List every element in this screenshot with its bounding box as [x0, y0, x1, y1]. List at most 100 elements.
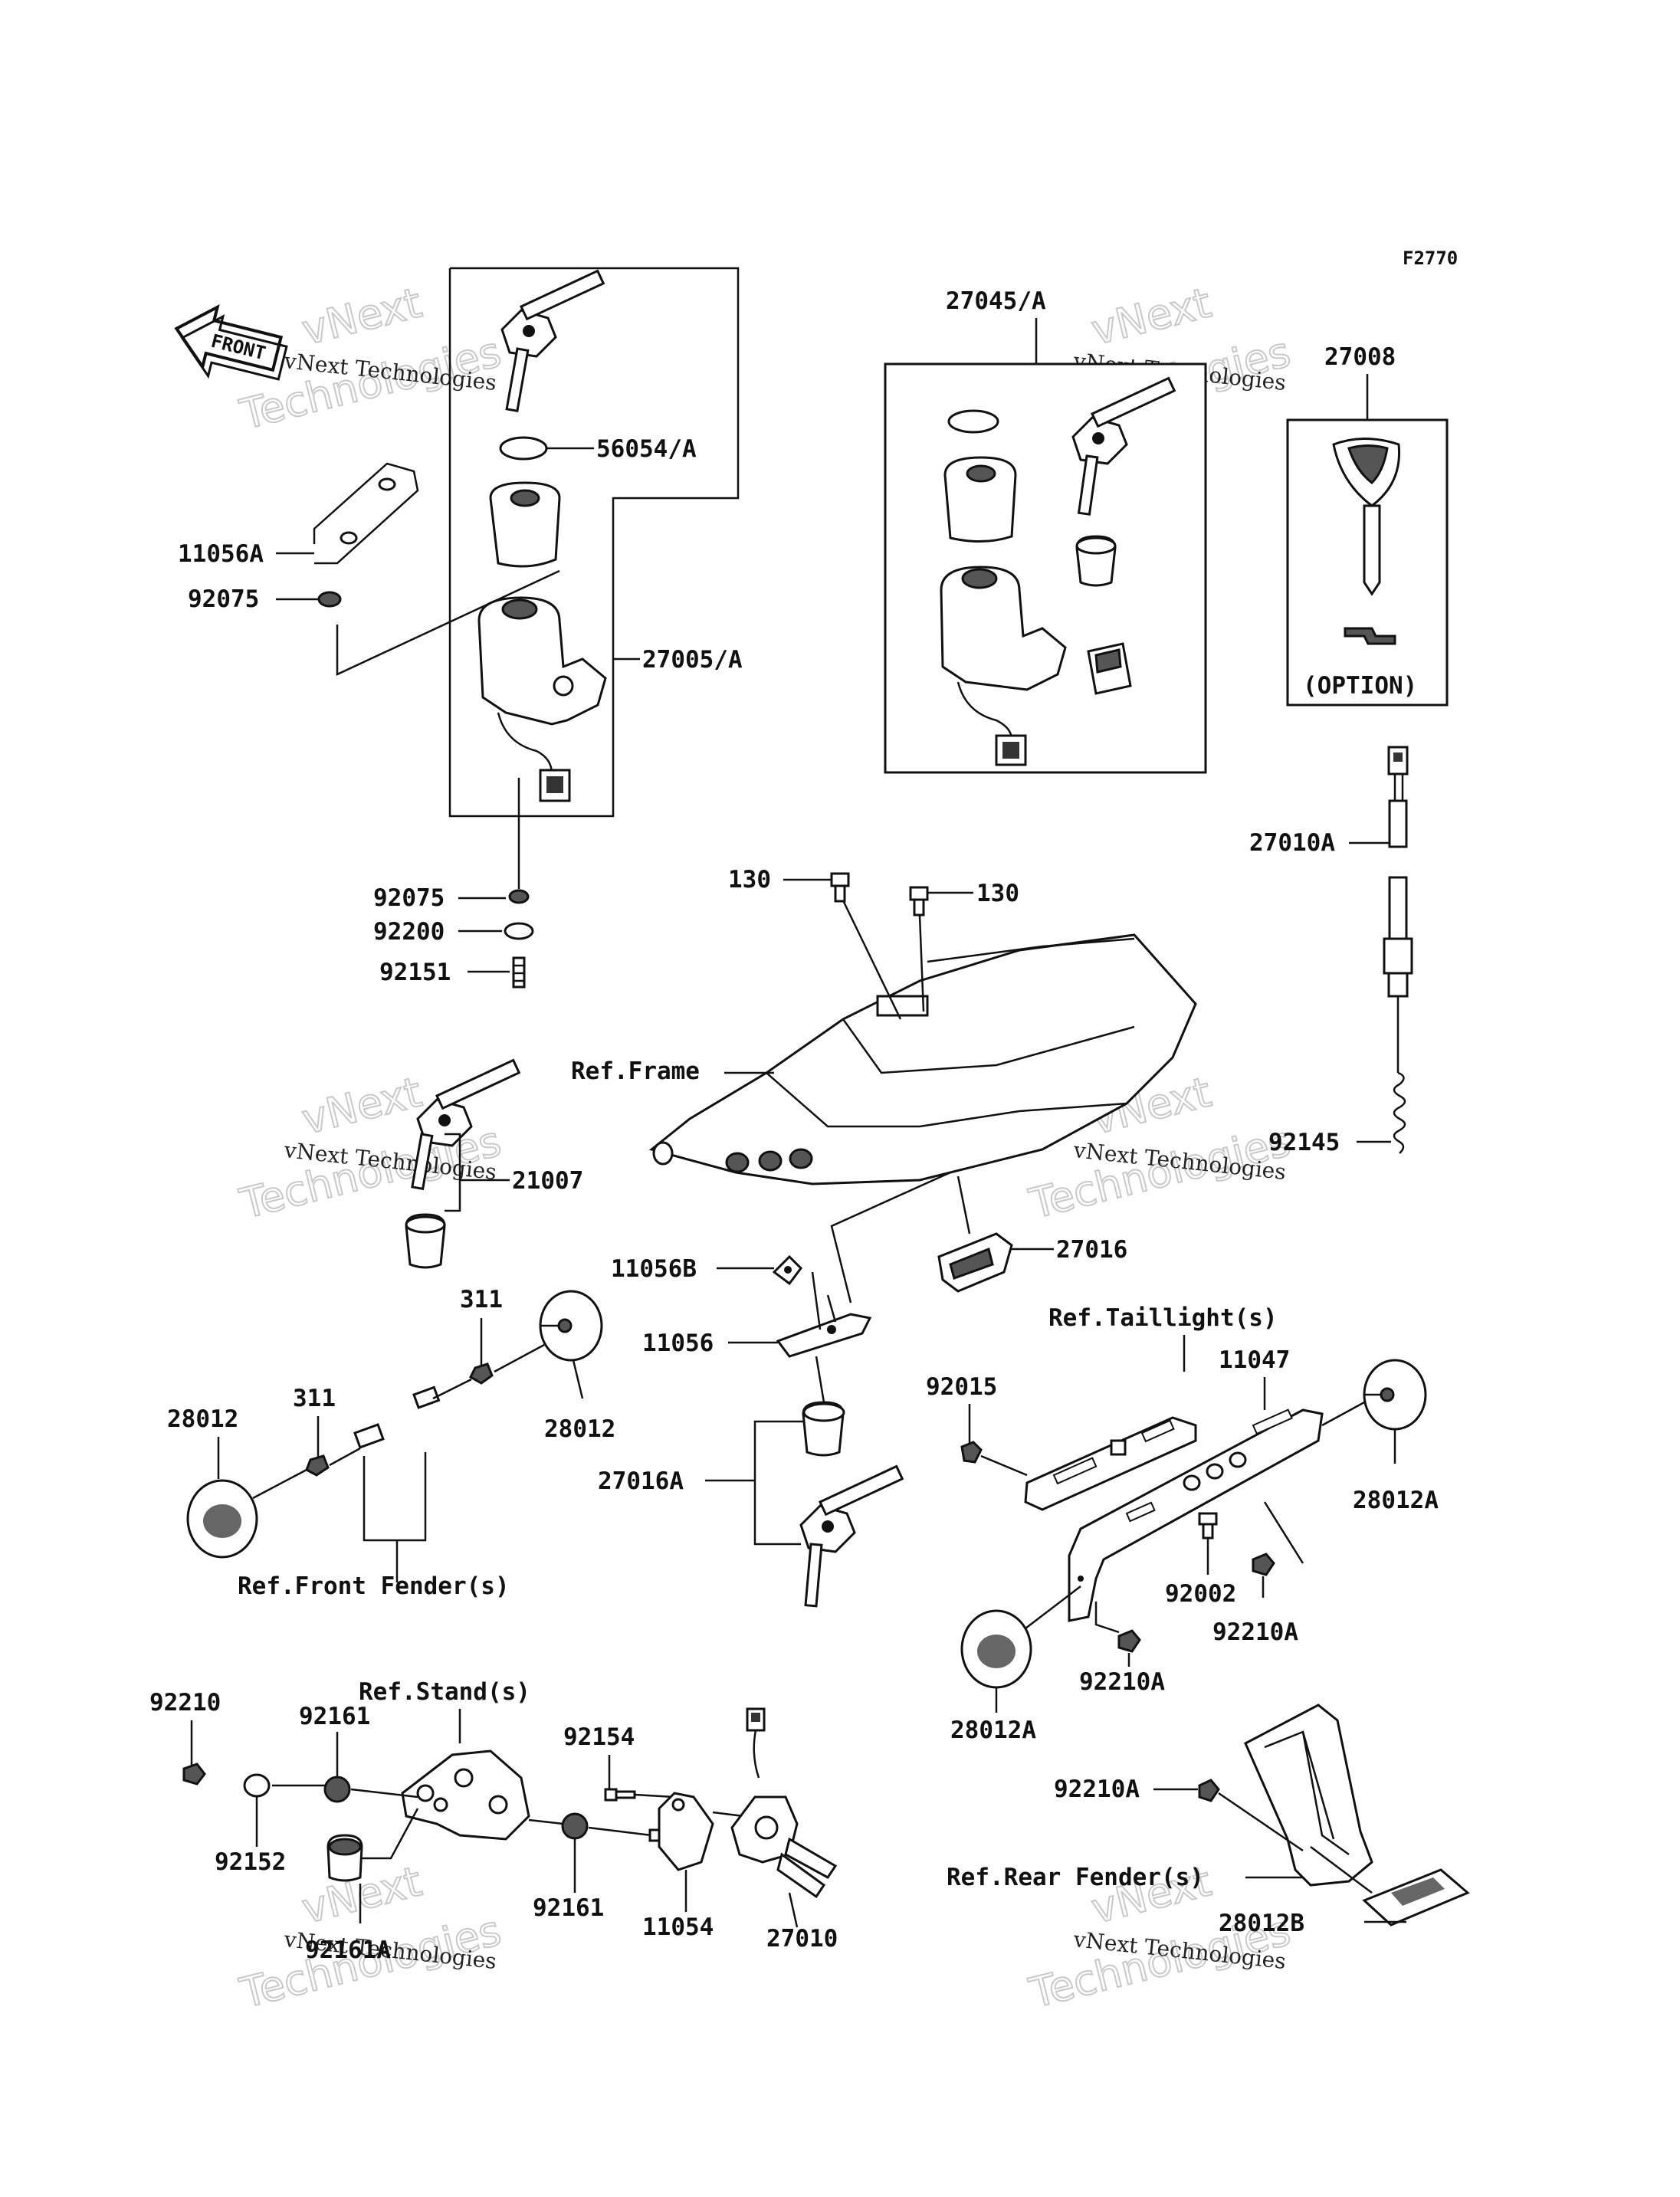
part-label-92210A-rear: 92210A: [1054, 1776, 1140, 1803]
part-label-11047: 11047: [1219, 1346, 1290, 1374]
bolt-front-fender-upper-icon: [412, 1385, 441, 1409]
nut-92015-icon: [960, 1441, 983, 1464]
part-label-92015: 92015: [926, 1373, 997, 1401]
washer-92152-icon: [243, 1773, 271, 1798]
switch-cover-icon: [489, 481, 561, 568]
option-label: (OPTION): [1303, 672, 1417, 700]
ref-label-frame: Ref.Frame: [571, 1058, 700, 1085]
part-label-27008: 27008: [1324, 343, 1396, 371]
part-label-92154: 92154: [563, 1723, 635, 1751]
washer-92200-icon: [504, 922, 534, 940]
key-icon: [500, 269, 605, 412]
washer-27045-icon: [947, 409, 999, 434]
collar-92161A-icon: [326, 1834, 363, 1882]
stand-plate-11054-icon: [658, 1792, 714, 1871]
taillight-bracket-icon: [1024, 1408, 1324, 1622]
key-profile-icon: [1344, 627, 1396, 645]
part-label-27045A: 27045/A: [946, 287, 1046, 315]
part-label-27005A: 27005/A: [642, 646, 743, 674]
reflector-28012-left-icon: [186, 1479, 258, 1559]
part-label-130-right: 130: [976, 880, 1019, 907]
ref-label-taillight: Ref.Taillight(s): [1048, 1304, 1278, 1332]
part-label-27016A: 27016A: [598, 1467, 684, 1495]
nut-311-upper-icon: [469, 1362, 494, 1385]
nut-92210A-rear-icon: [1198, 1779, 1220, 1802]
part-label-92161-left: 92161: [299, 1703, 370, 1730]
washer-56054-icon: [499, 436, 548, 461]
front-arrow-icon: FRONT: [174, 304, 288, 381]
license-reflector-28012B-icon: [1362, 1868, 1470, 1926]
lock-cylinder-27016A-icon: [802, 1401, 845, 1457]
part-label-11056: 11056: [642, 1330, 714, 1357]
screw-92154-upper-icon: [604, 1788, 636, 1802]
figure-code: F2770: [1403, 248, 1458, 269]
key-27045-icon: [1071, 376, 1176, 516]
part-label-92152: 92152: [215, 1848, 286, 1876]
key-27016A-icon: [799, 1464, 904, 1608]
part-label-130-left: 130: [728, 866, 771, 894]
part-label-11056B: 11056B: [611, 1255, 697, 1283]
part-label-92002: 92002: [1165, 1580, 1236, 1608]
part-label-27010: 27010: [766, 1925, 838, 1953]
nut-92210-icon: [182, 1763, 206, 1785]
switch-cover-27045-icon: [943, 456, 1017, 543]
svg-text:vNext: vNext: [297, 1067, 426, 1143]
washer-92075-lower-icon: [508, 889, 530, 904]
side-stand-switch-27010-icon: [730, 1707, 838, 1899]
part-label-56054A: 56054/A: [596, 435, 697, 463]
part-label-92210A-center: 92210A: [1079, 1668, 1165, 1696]
part-label-28012A-left: 28012A: [950, 1717, 1036, 1744]
reflector-28012-right-icon: [539, 1290, 603, 1362]
bracket-11056B-icon: [772, 1254, 802, 1286]
nut-92210A-center-icon: [1117, 1629, 1141, 1653]
part-label-92151: 92151: [379, 959, 451, 986]
rear-fender-icon: [1244, 1703, 1373, 1887]
part-label-92161-right: 92161: [533, 1894, 604, 1922]
part-label-27016: 27016: [1056, 1236, 1127, 1264]
part-label-311-upper: 311: [460, 1286, 503, 1313]
part-label-27010A: 27010A: [1249, 829, 1335, 857]
part-label-92075-upper: 92075: [188, 585, 259, 613]
part-label-311-lower: 311: [293, 1385, 336, 1412]
bolt-130-left-icon: [830, 872, 850, 903]
ignition-switch-icon: [477, 596, 607, 802]
part-label-28012A-right: 28012A: [1353, 1487, 1439, 1514]
svg-text:vNext: vNext: [1087, 278, 1216, 354]
collar-92161-right-icon: [561, 1812, 589, 1840]
part-label-92210A-right: 92210A: [1212, 1618, 1298, 1646]
part-label-28012-right: 28012: [544, 1415, 615, 1443]
part-label-92145: 92145: [1268, 1129, 1340, 1156]
bolt-front-fender-lower-icon: [353, 1423, 385, 1449]
part-label-92210: 92210: [149, 1689, 221, 1717]
ignition-switch-27045-icon: [940, 566, 1067, 766]
svg-text:vNext: vNext: [297, 278, 426, 354]
part-label-21007: 21007: [512, 1167, 583, 1195]
bracket-11056-icon: [776, 1271, 872, 1358]
key-blank-27008-icon: [1332, 438, 1401, 596]
frame-tail-section-icon: [648, 933, 1197, 1185]
ref-label-front-fender: Ref.Front Fender(s): [238, 1572, 510, 1600]
washer-92075-icon: [317, 591, 342, 608]
group-box-27005: [448, 267, 740, 818]
cap-21007-icon: [405, 1213, 446, 1269]
screw-92002-icon: [1198, 1512, 1218, 1540]
part-label-11056A: 11056A: [178, 540, 264, 568]
nut-311-lower-icon: [305, 1454, 330, 1477]
nut-92210A-right-icon: [1252, 1553, 1275, 1576]
lock-cylinder-27045-icon: [1087, 642, 1132, 695]
part-label-92075-lower: 92075: [373, 884, 445, 912]
group-box-27045: [884, 362, 1207, 774]
reflector-28012A-left-icon: [960, 1609, 1032, 1689]
part-label-28012-left: 28012: [167, 1405, 238, 1433]
bolt-130-right-icon: [909, 886, 929, 917]
part-label-92200: 92200: [373, 918, 445, 946]
switch-27010A-icon: [1383, 746, 1413, 1073]
stand-bracket-icon: [401, 1749, 530, 1841]
ref-label-rear-fender: Ref.Rear Fender(s): [947, 1864, 1204, 1891]
spring-92145-icon: [1393, 1071, 1406, 1154]
bracket-11056A-icon: [313, 462, 419, 565]
part-label-28012B: 28012B: [1219, 1910, 1304, 1937]
cap-27045-icon: [1075, 535, 1117, 587]
screw-92151-icon: [512, 956, 526, 989]
